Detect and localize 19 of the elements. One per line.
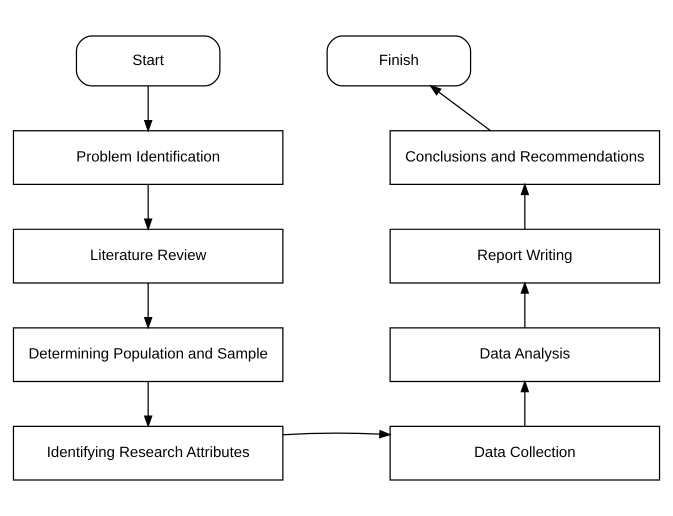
node-box: Literature Review	[12, 228, 284, 284]
node-box: Determining Population and Sample	[12, 327, 284, 382]
node-box: Start	[76, 35, 220, 86]
node-box: Report Writing	[390, 228, 660, 284]
node-box: Finish	[326, 35, 472, 86]
node-box: Data Collection	[390, 426, 660, 481]
arrow	[144, 184, 153, 231]
node-box: Problem Identification	[12, 130, 284, 186]
arrow	[520, 281, 530, 328]
arrow	[144, 86, 153, 132]
node-box: Identifying Research Attributes	[12, 426, 284, 481]
arrow	[283, 430, 392, 438]
node-box: Conclusions and Recommendations	[390, 130, 660, 186]
arrow	[144, 283, 153, 330]
arrow	[520, 182, 530, 230]
node-box: Data Analysis	[390, 327, 660, 382]
arrow	[144, 382, 153, 428]
arrow	[429, 84, 491, 132]
arrow	[520, 380, 530, 426]
